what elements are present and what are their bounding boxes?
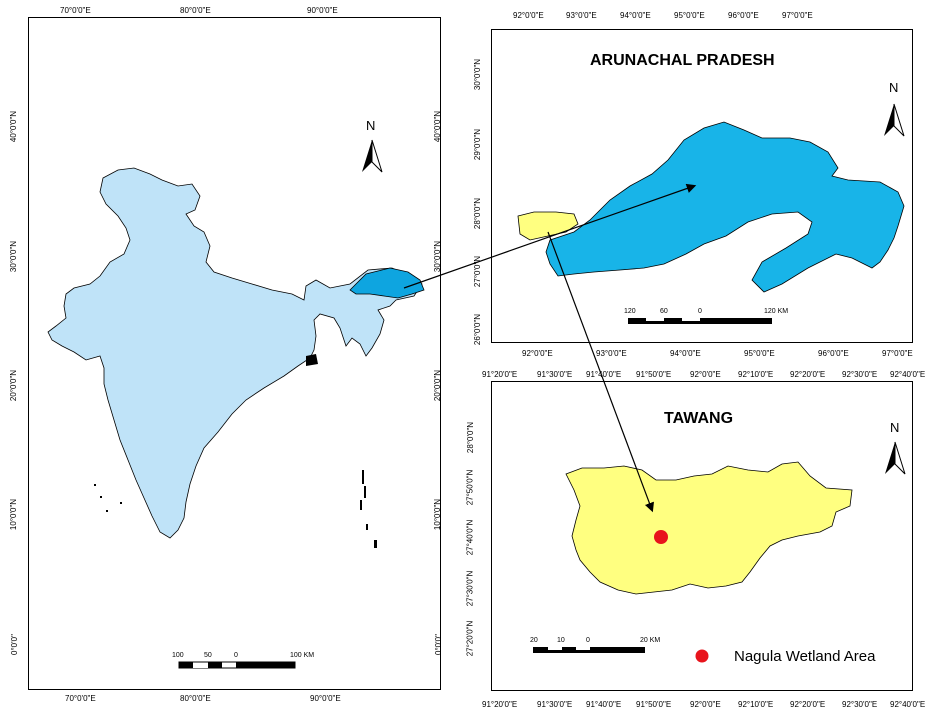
india-bottom-tick: 80°0'0"E xyxy=(180,694,211,703)
andaman-islands xyxy=(360,470,377,548)
arunachal-bottom-tick: 92°0'0"E xyxy=(522,349,553,358)
tawang-north-arrow-icon xyxy=(885,441,906,475)
india-scale-label: 100 KM xyxy=(290,652,315,659)
india-arunachal-highlight xyxy=(349,267,425,299)
india-to-arunachal-arrow xyxy=(403,183,697,289)
arunachal-top-tick: 94°0'0"E xyxy=(620,11,651,20)
arunachal-bottom-tick: 93°0'0"E xyxy=(596,349,627,358)
india-coast-detail xyxy=(306,354,318,366)
arunachal-title: ARUNACHAL PRADESH xyxy=(590,52,775,69)
arunachal-bottom-tick: 96°0'0"E xyxy=(818,349,849,358)
india-top-tick: 90°0'0"E xyxy=(307,6,338,15)
arunachal-bottom-tick: 97°0'0"E xyxy=(882,349,913,358)
lakshadweep-islands xyxy=(94,484,122,512)
india-scale-label: 0 xyxy=(234,652,238,659)
tawang-bottom-tick: 92°10'0"E xyxy=(738,700,774,709)
legend-label: Nagula Wetland Area xyxy=(734,648,876,665)
nagula-marker xyxy=(654,530,668,544)
tawang-scale-label: 0 xyxy=(586,637,590,644)
tawang-top-tick: 92°30'0"E xyxy=(842,370,878,379)
tawang-bottom-tick: 92°30'0"E xyxy=(842,700,878,709)
tawang-top-tick: 92°40'0"E xyxy=(890,370,926,379)
tawang-top-tick: 92°0'0"E xyxy=(690,370,721,379)
india-bottom-tick: 70°0'0"E xyxy=(65,694,96,703)
india-scale-bar xyxy=(178,661,296,669)
tawang-top-tick: 91°30'0"E xyxy=(537,370,573,379)
tawang-top-tick: 92°20'0"E xyxy=(790,370,826,379)
tawang-bottom-tick: 91°20'0"E xyxy=(482,700,518,709)
arunachal-north-arrow-icon xyxy=(884,103,905,137)
india-scale-label: 100 xyxy=(172,652,184,659)
arunachal-scale-label: 60 xyxy=(660,308,668,315)
arunachal-top-tick: 93°0'0"E xyxy=(566,11,597,20)
tawang-shape xyxy=(565,461,853,595)
arunachal-top-tick: 95°0'0"E xyxy=(674,11,705,20)
legend-marker-icon xyxy=(695,649,709,663)
india-scale-label: 50 xyxy=(204,652,212,659)
tawang-bottom-tick: 91°30'0"E xyxy=(537,700,573,709)
arunachal-scale-label: 0 xyxy=(698,308,702,315)
arunachal-bottom-tick: 94°0'0"E xyxy=(670,349,701,358)
arunachal-scale-label: 120 xyxy=(624,308,636,315)
tawang-scale-label: 20 xyxy=(530,637,538,644)
india-shape xyxy=(47,167,423,539)
tawang-title: TAWANG xyxy=(664,410,734,427)
tawang-top-tick: 91°40'0"E xyxy=(586,370,622,379)
arunachal-tawang-region xyxy=(517,211,579,241)
arunachal-top-tick: 92°0'0"E xyxy=(513,11,544,20)
tawang-bottom-tick: 91°40'0"E xyxy=(586,700,622,709)
arunachal-to-tawang-arrow xyxy=(547,231,654,513)
arunachal-north-label: N xyxy=(889,80,899,95)
tawang-north-label: N xyxy=(890,420,900,435)
india-north-label: N xyxy=(366,118,376,133)
india-top-tick: 70°0'0"E xyxy=(60,6,91,15)
arunachal-bottom-tick: 95°0'0"E xyxy=(744,349,775,358)
tawang-top-tick: 91°50'0"E xyxy=(636,370,672,379)
india-north-arrow-icon xyxy=(362,139,383,173)
arunachal-top-tick: 97°0'0"E xyxy=(782,11,813,20)
india-top-tick: 80°0'0"E xyxy=(180,6,211,15)
tawang-scale-bar xyxy=(533,647,645,653)
tawang-top-tick: 92°10'0"E xyxy=(738,370,774,379)
tawang-top-tick: 91°20'0"E xyxy=(482,370,518,379)
tawang-bottom-tick: 92°20'0"E xyxy=(790,700,826,709)
arunachal-scale-label: 120 KM xyxy=(764,308,789,315)
arunachal-shape xyxy=(545,121,905,293)
tawang-bottom-tick: 91°50'0"E xyxy=(636,700,672,709)
tawang-bottom-tick: 92°0'0"E xyxy=(690,700,721,709)
arunachal-top-tick: 96°0'0"E xyxy=(728,11,759,20)
india-bottom-tick: 90°0'0"E xyxy=(310,694,341,703)
tawang-scale-label: 20 KM xyxy=(640,637,661,644)
tawang-bottom-tick: 92°40'0"E xyxy=(890,700,926,709)
tawang-scale-label: 10 xyxy=(557,637,565,644)
arunachal-scale-bar xyxy=(628,318,772,324)
